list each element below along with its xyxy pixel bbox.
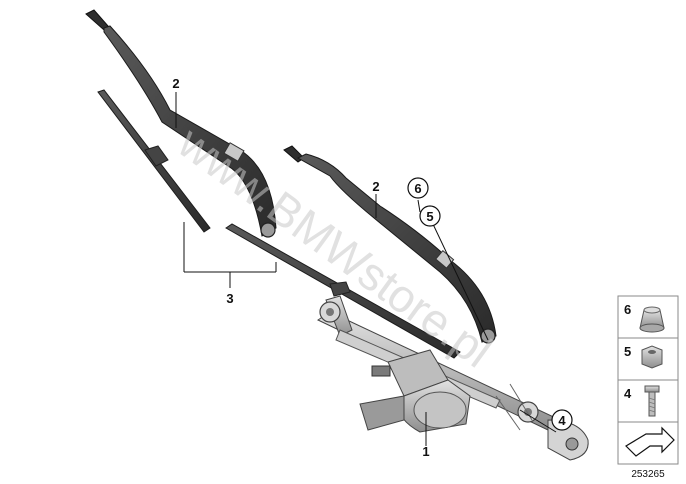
callout-arm-left: 2: [172, 76, 179, 91]
legend-label-nut: 5: [624, 344, 631, 359]
callout-leaders: [175, 92, 557, 446]
figure-number: 253265: [631, 469, 665, 480]
callout-circle-bolt: 4: [551, 409, 573, 431]
bolt-icon: [644, 385, 660, 417]
callout-circle-cap: 6: [407, 177, 429, 199]
callout-motor-linkage: 1: [422, 444, 429, 459]
wiper-blade-left: [97, 89, 211, 233]
legend-label-cap: 6: [624, 302, 631, 317]
legend-label-bolt: 4: [624, 386, 632, 401]
callout-blades: 3: [226, 291, 233, 306]
callout-cap-ref: 6: [414, 181, 421, 196]
cap-icon: [639, 306, 665, 333]
callout-circle-nut: 5: [419, 205, 441, 227]
watermark-text: www.BMWstore.pl: [168, 115, 501, 377]
callout-nut-ref: 5: [426, 209, 433, 224]
callout-arm-right: 2: [372, 179, 379, 194]
wiper-linkage-motor: [316, 295, 589, 461]
hex-nut-icon: [641, 345, 663, 369]
wiper-arm-left: [85, 9, 277, 238]
arrow-orientation-icon: [625, 426, 675, 457]
wiper-blade-right: [225, 223, 461, 359]
legend-panel: 6 5 4: [617, 295, 679, 465]
callout-bolt-ref: 4: [558, 413, 566, 428]
